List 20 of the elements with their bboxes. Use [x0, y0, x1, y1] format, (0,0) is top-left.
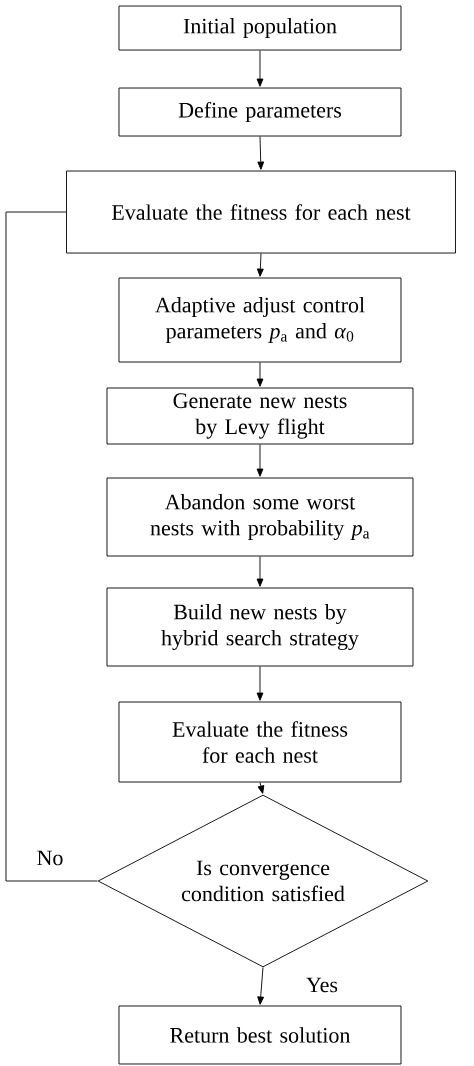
process-box: Initial population: [118, 5, 402, 51]
process-box: Return best solution: [118, 1005, 402, 1065]
edge-label: No: [35, 849, 65, 867]
arrow: [257, 136, 265, 170]
arrow: [256, 362, 264, 387]
arrow: [257, 782, 265, 794]
process-box: Adaptive adjust control parameters p$_{a}$ and α$_{0}$: [118, 277, 402, 363]
process-box: Evaluate the fitness for each nest: [66, 170, 456, 254]
arrow: [257, 967, 265, 1005]
arrow: [256, 666, 264, 701]
process-box: Generate new nests by Levy flight: [106, 387, 414, 445]
process-box: Abandon some worst nests with probability p$_{a}$: [106, 477, 414, 557]
arrow: [256, 444, 264, 477]
process-box: Build new nests by hybrid search strategy: [106, 587, 414, 667]
process-box: Define parameters: [118, 87, 402, 137]
arrow: [256, 556, 264, 587]
process-box: Evaluate the fitness for each nest: [118, 701, 402, 783]
arrow: [256, 50, 264, 87]
arrow: [256, 253, 264, 277]
edge-label: Yes: [305, 976, 339, 994]
